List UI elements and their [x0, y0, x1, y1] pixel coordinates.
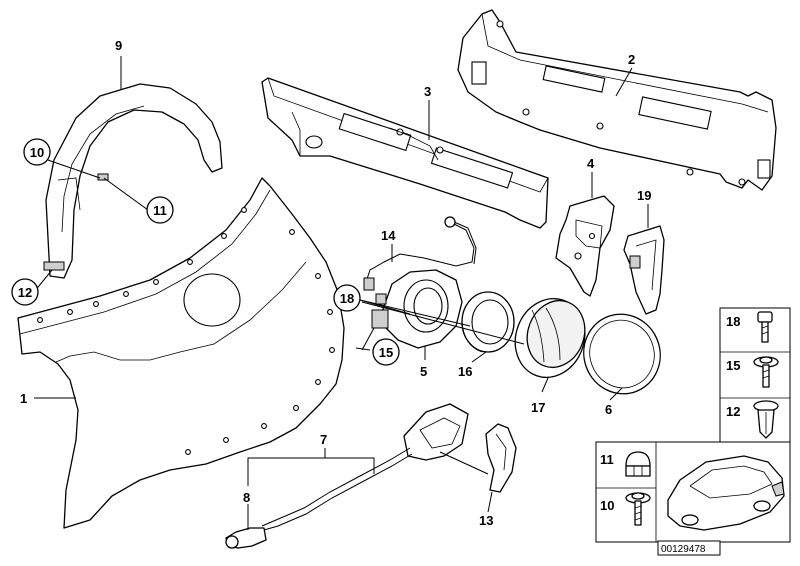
- callout-17: 17: [531, 400, 545, 415]
- callout-9: 9: [115, 38, 122, 53]
- bracket-part-19: [623, 225, 665, 315]
- callout-3: 3: [424, 84, 431, 99]
- callout-5: 5: [420, 364, 427, 379]
- legend-label-18: 18: [726, 314, 740, 329]
- callout-6: 6: [605, 402, 612, 417]
- rear-panel-part-2: [457, 9, 777, 191]
- callout-1: 1: [20, 391, 27, 406]
- car-legend: 11 10 00129478: [595, 441, 791, 556]
- callout-8: 8: [243, 490, 250, 505]
- bracket-part-4: [555, 195, 615, 297]
- screw-icon: [753, 356, 779, 388]
- screw-icon: [625, 492, 651, 526]
- car-silhouette-icon: [667, 455, 785, 531]
- fuel-filler-housing-part-5: [371, 269, 463, 349]
- callout-14: 14: [381, 228, 396, 243]
- callout-16: 16: [458, 364, 472, 379]
- callout-13: 13: [479, 513, 493, 528]
- side-panel-part-1: [17, 177, 345, 529]
- callout-labels: 9 2 3 4 19 14 5 16 17 6 1 7 8 13: [20, 38, 651, 528]
- callout-18: 18: [340, 291, 354, 306]
- callout-19: 19: [637, 188, 651, 203]
- fastener-legend: 18 15 12: [719, 307, 791, 443]
- clip-part-13: [485, 423, 517, 493]
- screw-icon: [757, 311, 773, 343]
- legend-label-11: 11: [600, 452, 614, 467]
- leader-lines: [33, 56, 649, 530]
- ring-seal-part-16: [461, 291, 515, 353]
- release-cable-part-7: [225, 403, 469, 549]
- callout-11: 11: [153, 203, 167, 218]
- callout-10: 10: [30, 145, 44, 160]
- legend-label-12: 12: [726, 404, 740, 419]
- cable-part-14: [363, 216, 477, 291]
- circled-callouts: 10 11 12 18 15: [11, 138, 400, 366]
- crossmember-part-3: [261, 77, 549, 229]
- callout-2: 2: [628, 52, 635, 67]
- callout-15: 15: [379, 345, 393, 360]
- callout-4: 4: [587, 156, 595, 171]
- wheel-arch-liner-part-9: [43, 83, 223, 279]
- fuel-flap-part-6: [583, 313, 661, 395]
- callout-7: 7: [320, 432, 327, 447]
- filler-cap-part-17: [514, 298, 586, 378]
- clip-icon: [753, 400, 779, 439]
- legend-label-15: 15: [726, 358, 740, 373]
- legend-label-10: 10: [600, 498, 614, 513]
- cap-nut-icon: [625, 451, 651, 477]
- catalog-number: 00129478: [661, 544, 706, 555]
- callout-12: 12: [18, 285, 32, 300]
